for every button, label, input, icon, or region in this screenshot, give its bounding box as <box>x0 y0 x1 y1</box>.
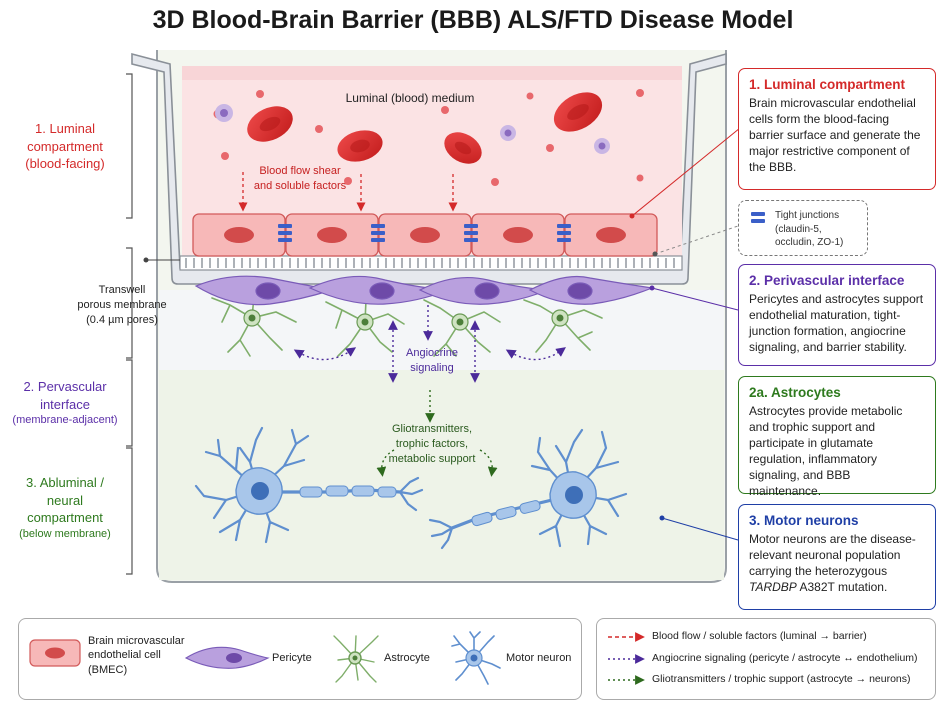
info-box-title: 3. Motor neurons <box>749 513 859 528</box>
cell-type-legend <box>18 618 582 700</box>
transwell-label: Transwell porous membrane (0.4 µm pores) <box>77 284 167 326</box>
legend-arrows <box>608 632 645 685</box>
tight-junction-callout: Tight junctions (claudin-5, occludin, ZO… <box>738 200 868 256</box>
legend-bmec-icon <box>29 639 81 667</box>
left-brackets <box>126 73 133 575</box>
perivascular-astrocyte-bodies <box>243 309 569 331</box>
membrane-pores <box>185 258 675 268</box>
info-box-perivascular: 2. Perivascular interface Pericytes and … <box>738 264 936 366</box>
legend-pericyte-icon <box>184 646 270 669</box>
info-box-body: Pericytes and astrocytes support endothe… <box>749 292 924 354</box>
red-blood-cells <box>247 92 603 164</box>
side-label-perivascular: 2. Pervascular interface (membrane-adjac… <box>12 379 118 427</box>
legend-bmec-label: Brain microvascular endothelial cell (BM… <box>88 635 185 676</box>
info-box-title: 2. Perivascular interface <box>749 273 905 288</box>
legend-arrow-angiocrine: Angiocrine signaling (pericyte / astrocy… <box>652 652 918 664</box>
angiocrine-arrows <box>293 305 566 383</box>
legend-motor-neuron-label: Motor neuron <box>506 652 572 664</box>
transwell-pointer <box>143 257 180 263</box>
info-box-body: Astrocytes provide metabolic and trophic… <box>749 404 903 498</box>
info-box-body: Motor neurons are the disease-relevant n… <box>749 532 916 594</box>
motor-neuron-left-body <box>235 467 283 515</box>
info-box-astrocytes: 2a. Astrocytes Astrocytes provide metabo… <box>738 376 936 498</box>
legend-pericyte-label: Pericyte <box>272 652 312 664</box>
luminal-medium-label: Luminal (blood) medium <box>345 91 475 105</box>
tight-junction-title: Tight junctions <box>775 210 840 221</box>
legend-arrow-glio: Gliotransmitters / trophic support (astr… <box>652 673 911 685</box>
info-box-title: 2a. Astrocytes <box>749 385 841 400</box>
pericytes <box>194 275 655 306</box>
info-box-motor-neurons: 3. Motor neurons Motor neurons are the d… <box>738 504 936 610</box>
motor-neuron-left-axon-myelin <box>299 485 397 498</box>
tight-junction-icon <box>751 212 765 224</box>
arrow-legend <box>596 618 936 700</box>
side-label-luminal: 1. Luminal compartment (blood-facing) <box>25 121 105 172</box>
legend-motor-neuron-icon <box>451 631 501 685</box>
porous-membrane <box>179 255 683 271</box>
tight-junctions <box>278 224 571 242</box>
immune-cells <box>215 104 610 154</box>
connector-lines <box>629 127 741 541</box>
gliotransmitter-label: Gliotransmitters, trophic factors, metab… <box>388 423 476 465</box>
motor-neuron-right-body <box>549 471 597 519</box>
side-label-abluminal: 3. Abluminal / neural compartment (below… <box>19 475 111 540</box>
page-title: 3D Blood-Brain Barrier (BBB) ALS/FTD Dis… <box>152 6 794 34</box>
info-box-body: Brain microvascular endothelial cells fo… <box>749 96 921 174</box>
endothelial-layer <box>192 213 658 257</box>
angiocrine-label: Angiocrine signaling <box>406 347 458 374</box>
perivascular-astrocytes <box>211 283 603 357</box>
transwell-insert <box>131 52 727 285</box>
tight-junction-body: (claudin-5, occludin, ZO-1) <box>775 223 844 249</box>
info-box-title: 1. Luminal compartment <box>749 77 906 92</box>
info-box-luminal: 1. Luminal compartment Brain microvascul… <box>738 68 936 190</box>
legend-astrocyte-icon <box>333 635 379 683</box>
legend-astrocyte-label: Astrocyte <box>384 652 430 664</box>
blood-flow-label: Blood flow shear and soluble factors <box>253 165 347 192</box>
motor-neuron-right-axon-myelin <box>471 500 541 527</box>
legend-arrow-blood-flow: Blood flow / soluble factors (luminal → … <box>652 630 867 642</box>
